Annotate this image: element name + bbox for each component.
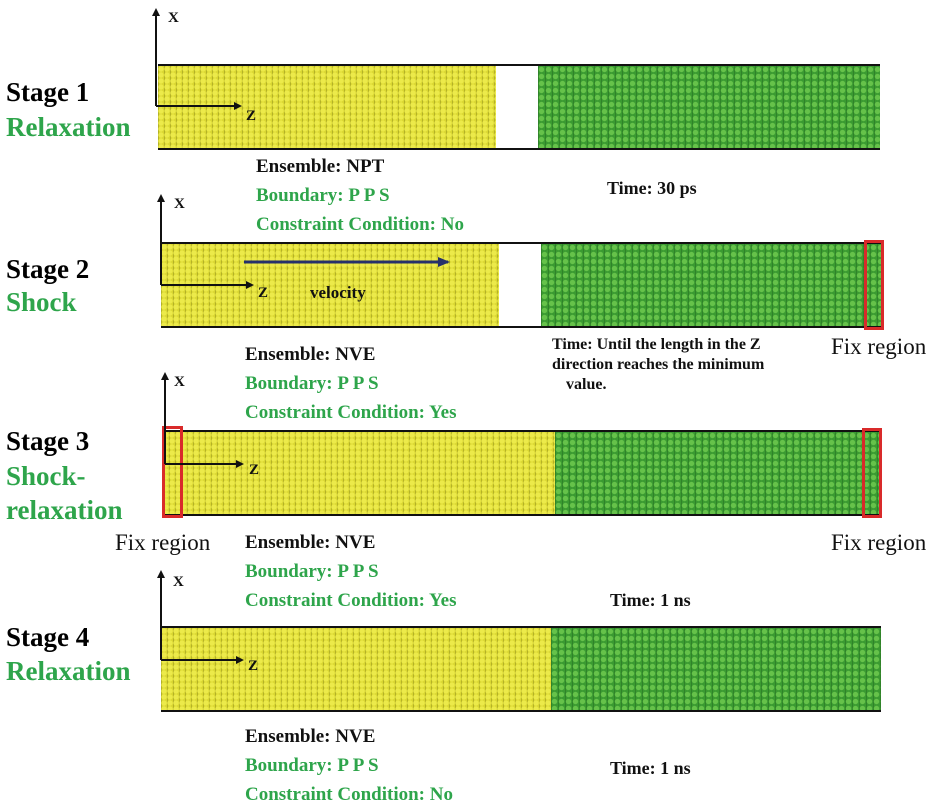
- stage-2-time-line-2: direction reaches the minimum: [552, 356, 765, 373]
- stage-3-z-axis-label: Z: [249, 462, 259, 478]
- stage-3-fix-region-box-left: [162, 426, 183, 518]
- stage-4-info: Ensemble: NVE Boundary: P P S Constraint…: [245, 722, 453, 807]
- stage-1-constraint: Constraint Condition: No: [256, 214, 464, 235]
- stage-2-label: Stage 2: [6, 254, 90, 284]
- stage-2-z-axis-label: Z: [258, 285, 268, 301]
- stage-2-time-line-1: Time: Until the length in the Z: [552, 336, 761, 353]
- stage-3-fix-region-box-right: [862, 428, 882, 518]
- stage-3-boundary: Boundary: P P S: [245, 561, 379, 582]
- stage-2-fix-region-label: Fix region: [831, 334, 927, 359]
- stage-1-info: Ensemble: NPT Boundary: P P S Constraint…: [256, 152, 464, 239]
- stage-2-axes: X Z: [157, 194, 450, 301]
- stage-2-fix-region-box: [864, 240, 884, 330]
- stage-4-z-axis-label: Z: [248, 658, 258, 674]
- stage-3-constraint: Constraint Condition: Yes: [245, 590, 457, 611]
- stage-3-bar: [163, 430, 881, 516]
- stage-2-info: Ensemble: NVE Boundary: P P S Constraint…: [245, 340, 457, 427]
- stage-4-axes: X Z: [157, 570, 258, 674]
- stage-3-x-axis-label: X: [174, 374, 185, 390]
- stage-1-label: Stage 1: [6, 77, 90, 107]
- stage-1-z-axis-label: Z: [246, 108, 256, 124]
- stage-3-green-region: [555, 432, 881, 514]
- stage-2-name: Shock: [6, 287, 77, 317]
- stage-2-time-line-3: value.: [566, 376, 607, 393]
- stage-2-vacuum-gap: [499, 244, 541, 326]
- stage-3-time: Time: 1 ns: [610, 590, 691, 610]
- velocity-label: velocity: [310, 283, 366, 302]
- stage-3-name-line-1: Shock-: [6, 461, 86, 491]
- stage-4-x-axis-label: X: [173, 574, 184, 590]
- stage-3-label: Stage 3: [6, 426, 90, 456]
- stage-1-green-region: [538, 66, 880, 148]
- stage-3-yellow-region: [163, 432, 555, 514]
- stage-2-ensemble: Ensemble: NVE: [245, 344, 376, 365]
- stage-4-bar: [161, 626, 881, 712]
- stage-1-axes: X Z: [152, 8, 256, 124]
- stage-1-boundary: Boundary: P P S: [256, 185, 390, 206]
- stage-4-constraint: Constraint Condition: No: [245, 784, 453, 805]
- stage-3-axes: X Z: [161, 372, 259, 478]
- stage-1-vacuum-gap: [496, 66, 538, 148]
- stage-4-label: Stage 4: [6, 622, 90, 652]
- stage-1-time: Time: 30 ps: [607, 178, 697, 198]
- stage-1-x-axis-label: X: [168, 10, 179, 26]
- stage-4-yellow-region: [161, 628, 551, 710]
- stage-4-green-region: [551, 628, 881, 710]
- stage-4-time: Time: 1 ns: [610, 758, 691, 778]
- stage-2-bar: [161, 242, 883, 328]
- stage-3-fix-region-label-left: Fix region: [115, 530, 211, 555]
- stage-4-name: Relaxation: [6, 656, 131, 686]
- stage-3-fix-region-label-right: Fix region: [831, 530, 927, 555]
- stage-1-ensemble: Ensemble: NPT: [256, 156, 385, 177]
- stage-4-ensemble: Ensemble: NVE: [245, 726, 376, 747]
- stage-2-time: Time: Until the length in the Z directio…: [552, 335, 764, 395]
- stage-3-info: Ensemble: NVE Boundary: P P S Constraint…: [245, 528, 457, 615]
- stage-2-green-region: [541, 244, 883, 326]
- stage-3-name-line-2: relaxation: [6, 495, 123, 525]
- stage-3-ensemble: Ensemble: NVE: [245, 532, 376, 553]
- stage-2-constraint: Constraint Condition: Yes: [245, 402, 457, 423]
- stage-2-boundary: Boundary: P P S: [245, 373, 379, 394]
- stage-2-x-axis-label: X: [174, 196, 185, 212]
- stage-4-boundary: Boundary: P P S: [245, 755, 379, 776]
- stage-1-name: Relaxation: [6, 112, 131, 142]
